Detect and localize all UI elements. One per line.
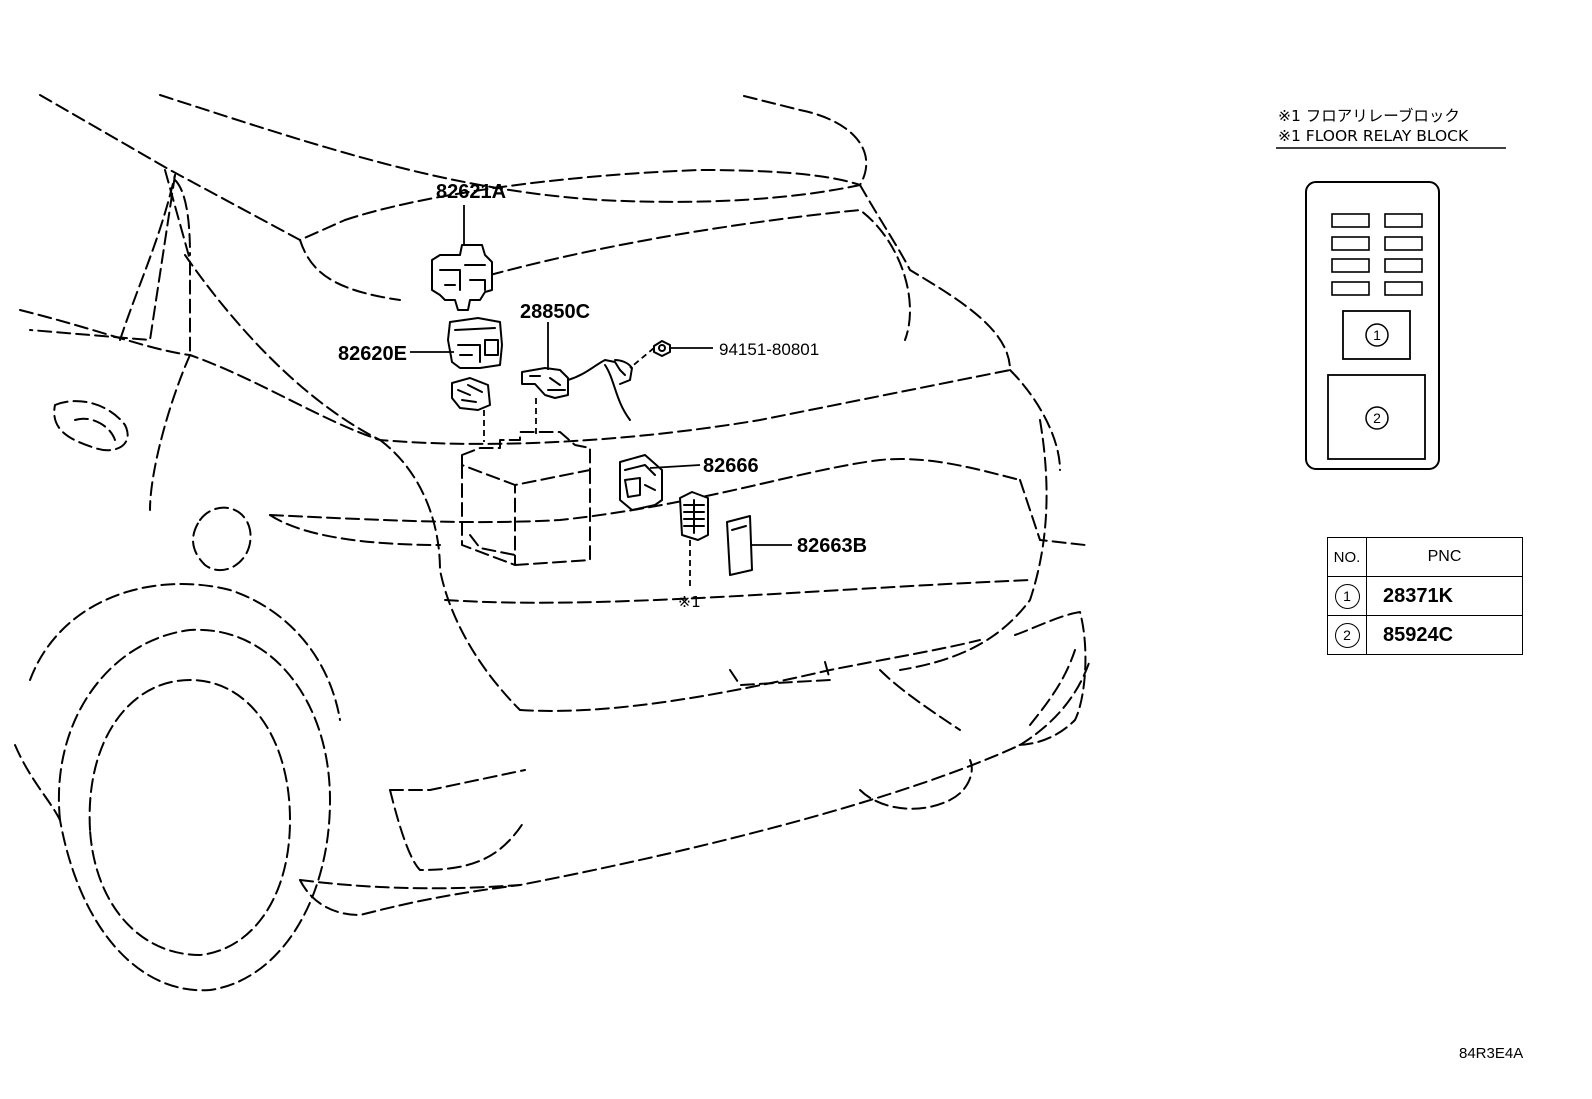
vehicle-outline [14,94,1091,992]
label-82663B: 82663B [797,535,867,557]
row-number-badge: 1 [1334,583,1360,609]
part-82666-relay-box[interactable] [619,454,701,511]
relay-mounting-box [461,431,591,566]
label-94151-80801: 94151-80801 [719,340,819,359]
table-row[interactable]: 2 85924C [1327,615,1523,655]
pnc-table: NO. PNC 1 28371K 2 85924C [1327,537,1523,655]
relay-connector [451,377,491,442]
label-82666: 82666 [703,455,759,477]
table-row[interactable]: 1 28371K [1327,576,1523,616]
part-82663B-cover[interactable] [726,515,792,576]
part-82620E-relay-block[interactable] [410,317,503,369]
part-28850C-relay[interactable] [521,322,633,435]
slot-1-label: 1 [1373,327,1381,343]
note-line-en: ※1 FLOOR RELAY BLOCK [1278,127,1469,145]
label-82620E: 82620E [338,343,407,365]
header-pnc: PNC [1366,537,1523,577]
part-94151-80801-nut[interactable] [629,340,713,369]
row-number-badge: 2 [1334,622,1360,648]
label-ref1: ※1 [678,593,701,611]
label-82621A: 82621A [436,181,506,203]
part-floor-relay-block[interactable] [679,491,709,590]
pnc-value[interactable]: 85924C [1366,615,1523,655]
diagram-code: 84R3E4A [1459,1045,1524,1062]
header-no: NO. [1327,537,1367,577]
slot-2-label: 2 [1373,410,1381,426]
note-line-jp: ※1 フロアリレーブロック [1278,106,1460,125]
part-82621A-relay-holder[interactable] [431,205,493,311]
floor-relay-block-detail: 1 2 [1305,181,1440,470]
table-header-row: NO. PNC [1327,537,1523,577]
pnc-value[interactable]: 28371K [1366,576,1523,616]
label-28850C: 28850C [520,301,590,323]
